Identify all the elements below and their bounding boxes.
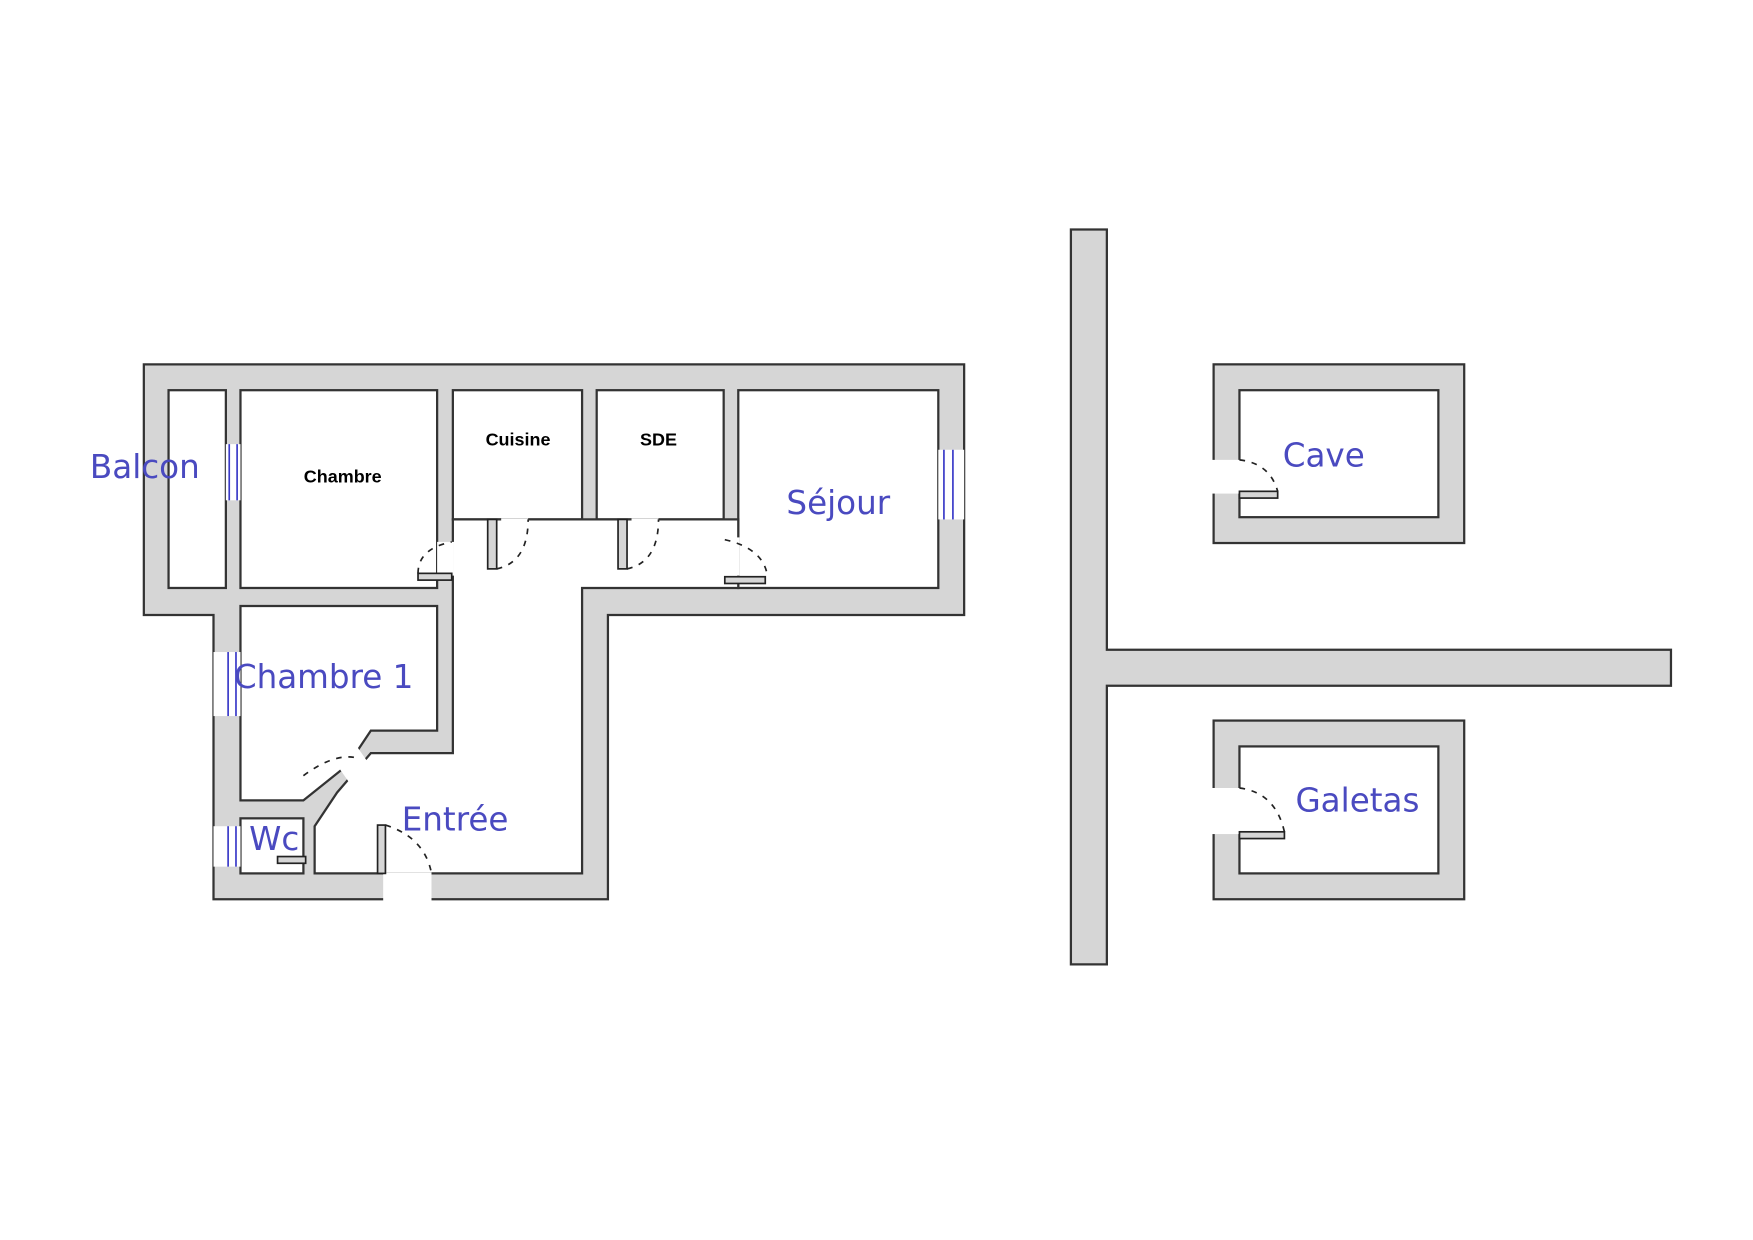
corridor-walls [1069, 228, 1673, 966]
label-wc: Wc [249, 820, 299, 858]
label-sde: SDE [640, 429, 677, 449]
room-wc [239, 817, 305, 875]
window [213, 652, 241, 717]
label-cave: Cave [1283, 437, 1365, 475]
room-cuisine [451, 389, 584, 521]
label-cuisine: Cuisine [486, 429, 551, 449]
apartment [142, 363, 966, 902]
entrance-door-opening[interactable] [383, 872, 432, 902]
galetas-unit [1211, 719, 1466, 901]
cave-unit [1211, 363, 1466, 545]
window [938, 449, 965, 520]
label-balcon: Balcon [90, 448, 200, 486]
label-galetas: Galetas [1295, 782, 1419, 820]
label-chambre: Chambre [304, 466, 382, 486]
room-sejour [737, 389, 940, 590]
label-chambre1: Chambre 1 [234, 658, 414, 696]
room-balcon [167, 389, 227, 590]
label-sejour: Séjour [786, 484, 890, 522]
window [213, 826, 241, 867]
label-entree: Entrée [402, 801, 509, 839]
door-swing [626, 519, 660, 570]
window [225, 444, 241, 501]
room-galetas [1238, 745, 1440, 875]
room-sde [595, 389, 725, 521]
door-swing [417, 541, 452, 574]
room-chambre1 [239, 604, 439, 802]
door-swing [496, 519, 529, 570]
room-chambre [239, 389, 439, 590]
door-swing [385, 824, 433, 874]
